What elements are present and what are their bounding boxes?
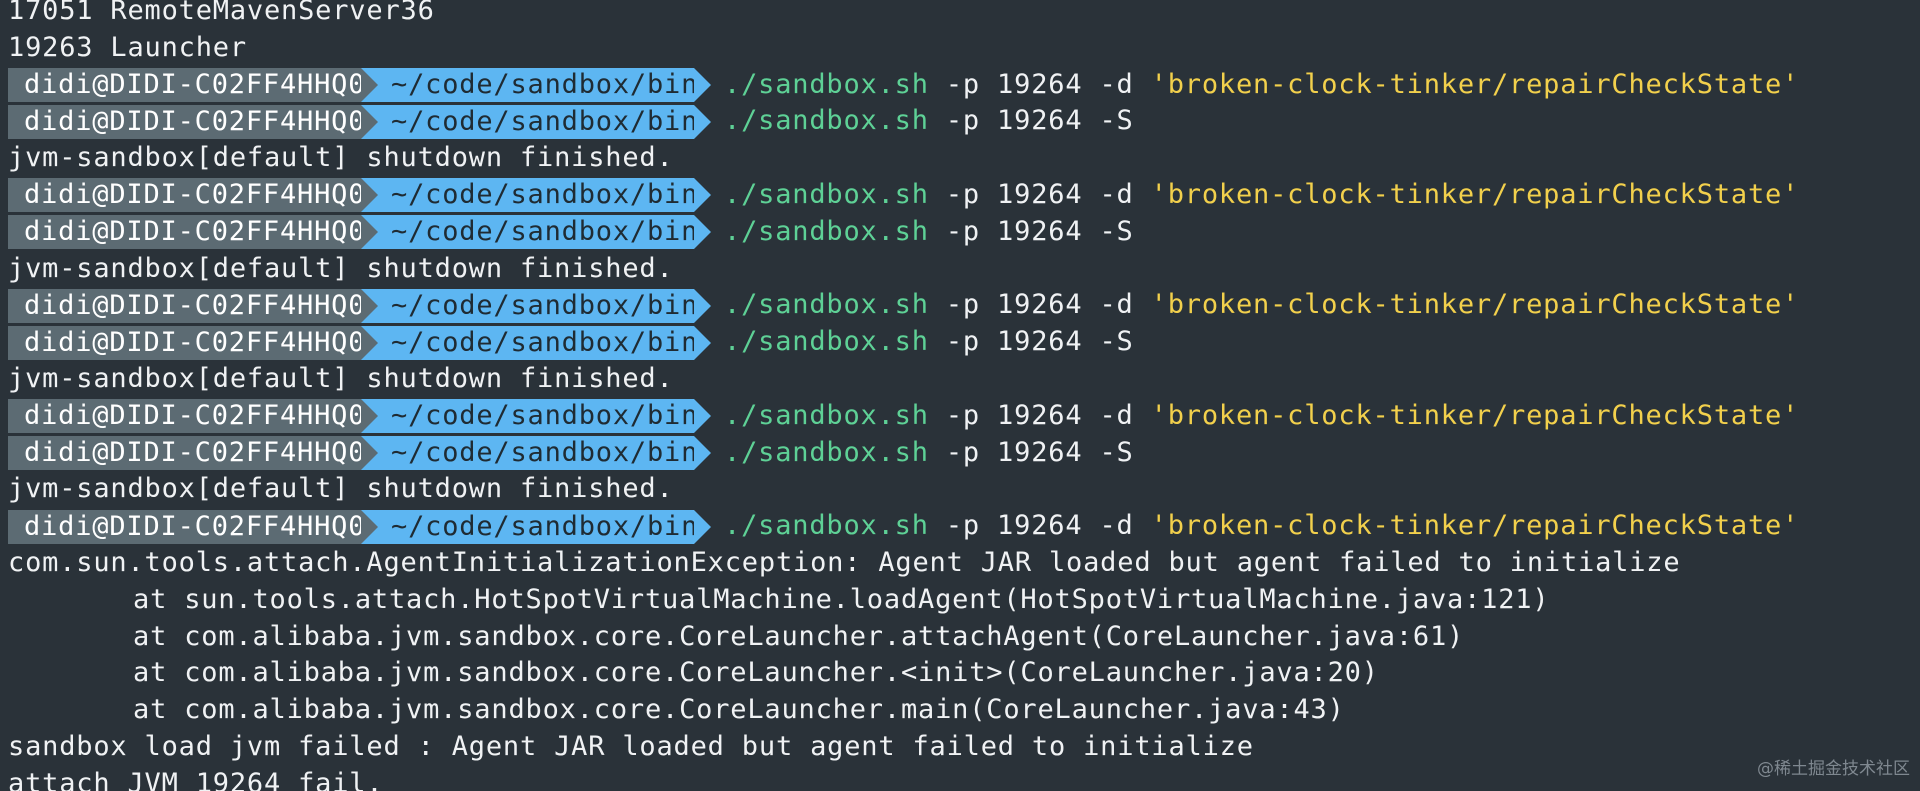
prompt-user-segment: didi@DIDI-C02FF4HHQ05G	[8, 325, 399, 360]
prompt-path-segment: ~/code/sandbox/bin	[361, 288, 711, 323]
output-line-process: 19263 Launcher	[8, 31, 247, 63]
command-string-arg: 'broken-clock-tinker/repairCheckState'	[1150, 289, 1800, 321]
command-executable: ./sandbox.sh	[724, 215, 929, 247]
command-text: ./sandbox.sh -p 19264 -d 'broken-clock-t…	[724, 508, 1799, 545]
output-line-exception: com.sun.tools.attach.AgentInitialization…	[8, 546, 1681, 578]
prompt: didi@DIDI-C02FF4HHQ05G ~/code/sandbox/bi…	[8, 104, 711, 139]
stack-trace-line: at com.alibaba.jvm.sandbox.core.CoreLaun…	[133, 657, 1379, 689]
command-string-arg: 'broken-clock-tinker/repairCheckState'	[1150, 399, 1800, 431]
prompt-line: didi@DIDI-C02FF4HHQ05G ~/code/sandbox/bi…	[0, 103, 1920, 140]
prompt-user-segment: didi@DIDI-C02FF4HHQ05G	[8, 178, 399, 213]
stack-trace-line: at com.alibaba.jvm.sandbox.core.CoreLaun…	[133, 694, 1345, 726]
output-line-attach-failed: attach JVM 19264 fail.	[8, 767, 384, 791]
command-text: ./sandbox.sh -p 19264 -d 'broken-clock-t…	[724, 177, 1799, 214]
prompt-path-segment: ~/code/sandbox/bin	[361, 509, 711, 544]
command-executable: ./sandbox.sh	[724, 178, 929, 210]
output-line-process: 17051 RemoteMavenServer36	[8, 0, 435, 26]
output-line-load-failed: sandbox load jvm failed : Agent JAR load…	[8, 730, 1254, 762]
command-executable: ./sandbox.sh	[724, 399, 929, 431]
prompt: didi@DIDI-C02FF4HHQ05G ~/code/sandbox/bi…	[8, 325, 711, 360]
prompt: didi@DIDI-C02FF4HHQ05G ~/code/sandbox/bi…	[8, 178, 711, 213]
command-string-arg: 'broken-clock-tinker/repairCheckState'	[1150, 68, 1800, 100]
command-args: -p 19264 -S	[928, 105, 1134, 137]
command-text: ./sandbox.sh -p 19264 -d 'broken-clock-t…	[724, 398, 1799, 435]
prompt-line: didi@DIDI-C02FF4HHQ05G ~/code/sandbox/bi…	[0, 435, 1920, 472]
prompt-line: didi@DIDI-C02FF4HHQ05G ~/code/sandbox/bi…	[0, 324, 1920, 361]
command-text: ./sandbox.sh -p 19264 -S	[724, 214, 1134, 251]
command-args: -p 19264 -d	[928, 510, 1151, 542]
prompt-line: didi@DIDI-C02FF4HHQ05G ~/code/sandbox/bi…	[0, 508, 1920, 545]
prompt-path-segment: ~/code/sandbox/bin	[361, 215, 711, 250]
command-args: -p 19264 -S	[928, 326, 1134, 358]
prompt-line: didi@DIDI-C02FF4HHQ05G ~/code/sandbox/bi…	[0, 177, 1920, 214]
prompt-path-segment: ~/code/sandbox/bin	[361, 178, 711, 213]
prompt-path-segment: ~/code/sandbox/bin	[361, 399, 711, 434]
watermark: @稀土掘金技术社区	[1757, 759, 1910, 779]
prompt-user-segment: didi@DIDI-C02FF4HHQ05G	[8, 399, 399, 434]
prompt-line: didi@DIDI-C02FF4HHQ05G ~/code/sandbox/bi…	[0, 67, 1920, 104]
output-line-shutdown: jvm-sandbox[default] shutdown finished.	[8, 252, 674, 284]
prompt-path-segment: ~/code/sandbox/bin	[361, 67, 711, 102]
command-args: -p 19264 -S	[928, 436, 1134, 468]
prompt: didi@DIDI-C02FF4HHQ05G ~/code/sandbox/bi…	[8, 435, 711, 470]
command-executable: ./sandbox.sh	[724, 326, 929, 358]
prompt-line: didi@DIDI-C02FF4HHQ05G ~/code/sandbox/bi…	[0, 214, 1920, 251]
stack-trace-line: at sun.tools.attach.HotSpotVirtualMachin…	[133, 583, 1550, 615]
prompt-user-segment: didi@DIDI-C02FF4HHQ05G	[8, 67, 399, 102]
prompt-user-segment: didi@DIDI-C02FF4HHQ05G	[8, 509, 399, 544]
command-executable: ./sandbox.sh	[724, 289, 929, 321]
command-text: ./sandbox.sh -p 19264 -S	[724, 103, 1134, 140]
prompt-user-segment: didi@DIDI-C02FF4HHQ05G	[8, 435, 399, 470]
command-args: -p 19264 -S	[928, 215, 1134, 247]
command-string-arg: 'broken-clock-tinker/repairCheckState'	[1150, 178, 1800, 210]
command-text: ./sandbox.sh -p 19264 -d 'broken-clock-t…	[724, 67, 1799, 104]
prompt: didi@DIDI-C02FF4HHQ05G ~/code/sandbox/bi…	[8, 215, 711, 250]
output-line-shutdown: jvm-sandbox[default] shutdown finished.	[8, 362, 674, 394]
prompt-user-segment: didi@DIDI-C02FF4HHQ05G	[8, 104, 399, 139]
command-args: -p 19264 -d	[928, 178, 1151, 210]
prompt: didi@DIDI-C02FF4HHQ05G ~/code/sandbox/bi…	[8, 509, 711, 544]
command-args: -p 19264 -d	[928, 399, 1151, 431]
command-executable: ./sandbox.sh	[724, 510, 929, 542]
prompt-line: didi@DIDI-C02FF4HHQ05G ~/code/sandbox/bi…	[0, 398, 1920, 435]
stack-trace-line: at com.alibaba.jvm.sandbox.core.CoreLaun…	[133, 620, 1465, 652]
command-text: ./sandbox.sh -p 19264 -d 'broken-clock-t…	[724, 287, 1799, 324]
command-executable: ./sandbox.sh	[724, 436, 929, 468]
command-executable: ./sandbox.sh	[724, 105, 929, 137]
command-args: -p 19264 -d	[928, 289, 1151, 321]
prompt-path-segment: ~/code/sandbox/bin	[361, 435, 711, 470]
command-text: ./sandbox.sh -p 19264 -S	[724, 435, 1134, 472]
command-string-arg: 'broken-clock-tinker/repairCheckState'	[1150, 510, 1800, 542]
output-line-shutdown: jvm-sandbox[default] shutdown finished.	[8, 142, 674, 174]
prompt-user-segment: didi@DIDI-C02FF4HHQ05G	[8, 288, 399, 323]
prompt-line: didi@DIDI-C02FF4HHQ05G ~/code/sandbox/bi…	[0, 287, 1920, 324]
command-args: -p 19264 -d	[928, 68, 1151, 100]
prompt: didi@DIDI-C02FF4HHQ05G ~/code/sandbox/bi…	[8, 399, 711, 434]
command-executable: ./sandbox.sh	[724, 68, 929, 100]
prompt: didi@DIDI-C02FF4HHQ05G ~/code/sandbox/bi…	[8, 67, 711, 102]
prompt-path-segment: ~/code/sandbox/bin	[361, 325, 711, 360]
prompt: didi@DIDI-C02FF4HHQ05G ~/code/sandbox/bi…	[8, 288, 711, 323]
prompt-user-segment: didi@DIDI-C02FF4HHQ05G	[8, 215, 399, 250]
prompt-path-segment: ~/code/sandbox/bin	[361, 104, 711, 139]
output-line-shutdown: jvm-sandbox[default] shutdown finished.	[8, 473, 674, 505]
command-text: ./sandbox.sh -p 19264 -S	[724, 324, 1134, 361]
